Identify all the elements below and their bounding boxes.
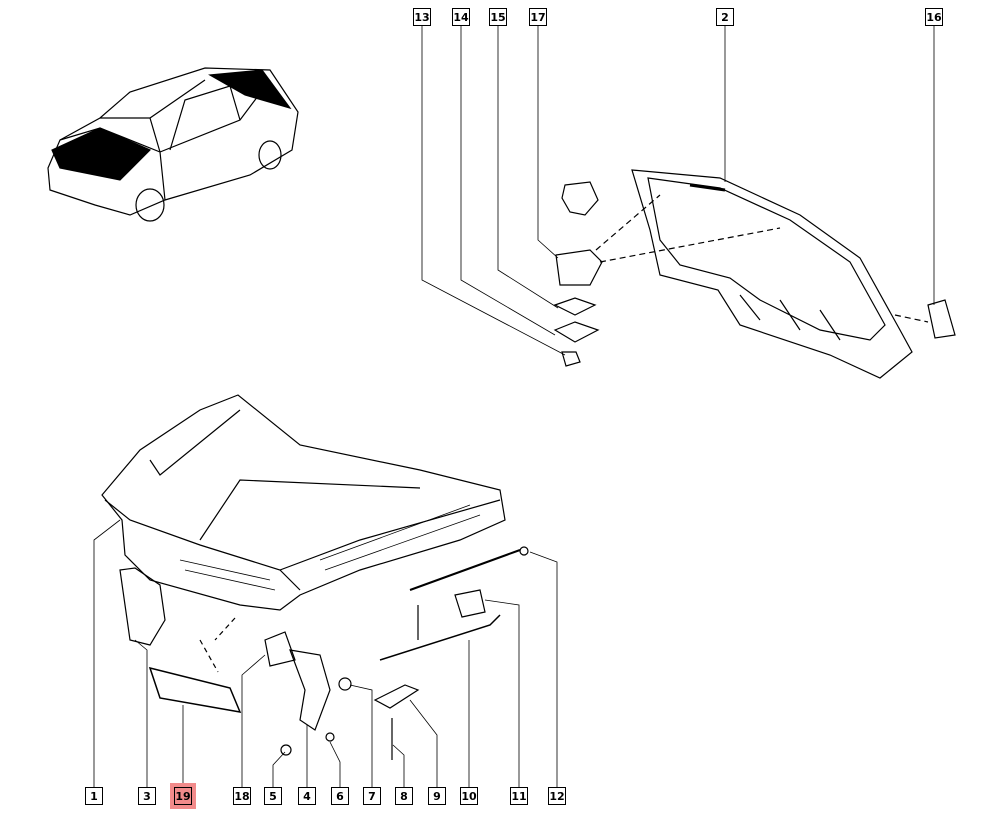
tailgate-hinge-parts xyxy=(553,181,956,367)
callout-17[interactable]: 17 xyxy=(529,8,547,26)
callout-1[interactable]: 1 xyxy=(85,787,103,805)
callout-19-highlighted[interactable]: 19 xyxy=(170,783,196,809)
callout-2[interactable]: 2 xyxy=(716,8,734,26)
callout-12[interactable]: 12 xyxy=(548,787,566,805)
callout-4[interactable]: 4 xyxy=(298,787,316,805)
callout-6[interactable]: 6 xyxy=(331,787,349,805)
callout-13[interactable]: 13 xyxy=(413,8,431,26)
tailgate-illustration xyxy=(631,169,913,379)
callout-5[interactable]: 5 xyxy=(264,787,282,805)
hood-illustration xyxy=(101,394,506,611)
callout-10[interactable]: 10 xyxy=(460,787,478,805)
callout-14[interactable]: 14 xyxy=(452,8,470,26)
callout-3[interactable]: 3 xyxy=(138,787,156,805)
callout-7[interactable]: 7 xyxy=(363,787,381,805)
leader-lines xyxy=(93,26,935,787)
hood-fittings xyxy=(119,546,529,760)
car-overview-illustration xyxy=(47,67,299,222)
callout-8[interactable]: 8 xyxy=(395,787,413,805)
callout-18[interactable]: 18 xyxy=(233,787,251,805)
callout-9[interactable]: 9 xyxy=(428,787,446,805)
callout-16[interactable]: 16 xyxy=(925,8,943,26)
callout-15[interactable]: 15 xyxy=(489,8,507,26)
callout-11[interactable]: 11 xyxy=(510,787,528,805)
